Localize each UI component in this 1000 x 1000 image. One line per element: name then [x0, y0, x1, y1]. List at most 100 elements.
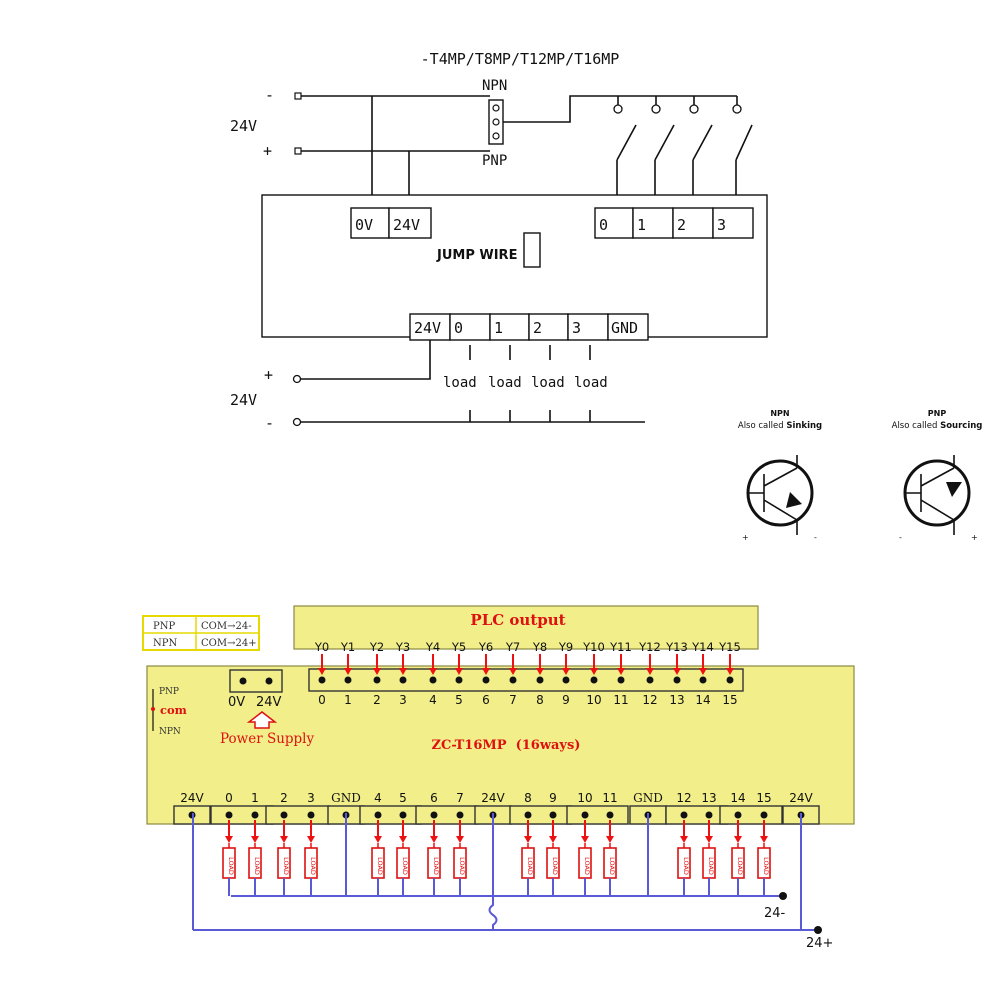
output-terminal-dot — [524, 811, 532, 819]
channel-terminal-dot — [455, 676, 463, 684]
load-label: LOAD — [608, 857, 616, 875]
arrow-head-icon — [590, 668, 598, 675]
output-terminal-dot — [581, 811, 589, 819]
channel-number: 9 — [562, 693, 570, 707]
mode-switch-npn: NPN — [159, 727, 181, 737]
channel-number: 5 — [455, 693, 463, 707]
channel-number: 1 — [344, 693, 352, 707]
arrow-head-icon — [734, 836, 742, 843]
channel-number: 3 — [399, 693, 407, 707]
output-terminal-block — [265, 805, 330, 825]
arrow-head-icon — [646, 668, 654, 675]
svg-text:GND: GND — [611, 319, 638, 337]
channel-terminal-dot — [536, 676, 544, 684]
npn-legend-subtitle: Also called Sinking — [738, 421, 822, 431]
mode-switch-com: com — [160, 703, 187, 717]
rail-plus-terminal — [814, 926, 822, 934]
svg-text:1: 1 — [637, 216, 646, 234]
arrow-head-icon — [280, 836, 288, 843]
arrow-head-icon — [373, 668, 381, 675]
output-terminal-dot — [280, 811, 288, 819]
output-terminal-label: 4 — [374, 791, 382, 805]
load-label: LOAD — [682, 857, 690, 875]
svg-text:-: - — [814, 533, 817, 542]
output-terminal-label: 1 — [251, 791, 259, 805]
arrow-head-icon — [482, 668, 490, 675]
top-output-terminals: 24V 0 1 2 3 GND — [409, 313, 649, 341]
pnp-legend-subtitle: Also called Sourcing — [892, 421, 983, 431]
svg-text:1: 1 — [494, 319, 503, 337]
arrow-head-icon — [699, 668, 707, 675]
arrow-head-icon — [399, 836, 407, 843]
channel-terminal-dot — [344, 676, 352, 684]
output-terminal-label: 11 — [602, 791, 617, 805]
top-terminal-24v: 24V — [393, 216, 420, 234]
top-input-switches — [613, 96, 753, 208]
top-load-taps — [469, 345, 591, 422]
arrow-head-icon — [680, 836, 688, 843]
svg-text:3: 3 — [717, 216, 726, 234]
arrow-head-icon — [760, 836, 768, 843]
load-label: LOAD — [736, 857, 744, 875]
channel-terminal-dot — [699, 676, 707, 684]
svg-text:COM→24+: COM→24+ — [201, 638, 257, 649]
plc-output-panel — [293, 605, 759, 650]
output-terminal-label: 24V — [789, 791, 813, 805]
top-supply-voltage: 24V — [230, 117, 257, 135]
output-terminal-label: 14 — [730, 791, 745, 805]
svg-text:load: load — [488, 375, 522, 391]
load-label: LOAD — [762, 857, 770, 875]
channel-terminal-strip — [308, 668, 744, 692]
power-terminal-0v: 0V — [228, 695, 245, 710]
top-jumper-block — [488, 99, 504, 145]
npn-legend-title: NPN — [770, 409, 789, 418]
svg-text:0: 0 — [599, 216, 608, 234]
output-terminal-dot — [734, 811, 742, 819]
y-label: Y15 — [718, 640, 741, 654]
load-label: LOAD — [376, 857, 384, 875]
channel-number: 0 — [318, 693, 326, 707]
y-label: Y6 — [478, 640, 493, 654]
plc-output-label: PLC output — [470, 611, 565, 629]
channel-terminal-dot — [399, 676, 407, 684]
arrow-head-icon — [509, 668, 517, 675]
output-terminal-block — [415, 805, 479, 825]
y-label: Y10 — [582, 640, 605, 654]
rail-minus-terminal — [779, 892, 787, 900]
top-plus-terminal — [294, 147, 302, 155]
top-load-minus-sign: - — [265, 414, 274, 432]
output-terminal-dot — [549, 811, 557, 819]
svg-text:-: - — [899, 533, 902, 542]
power-supply-label: Power Supply — [220, 731, 314, 747]
load-label: LOAD — [583, 857, 591, 875]
y-label: Y11 — [609, 640, 632, 654]
y-label: Y9 — [558, 640, 573, 654]
top-input-terminals: 0 1 2 3 — [594, 207, 754, 239]
y-label: Y5 — [451, 640, 466, 654]
arrow-head-icon — [456, 836, 464, 843]
channel-number: 4 — [429, 693, 437, 707]
power-supply-arrow-icon — [246, 711, 278, 729]
load-label: LOAD — [227, 857, 235, 875]
arrow-head-icon — [673, 668, 681, 675]
output-terminal-label: 7 — [456, 791, 464, 805]
load-label: LOAD — [282, 857, 290, 875]
output-terminal-label: 10 — [577, 791, 592, 805]
top-title: -T4MP/T8MP/T12MP/T16MP — [421, 50, 620, 68]
arrow-head-icon — [344, 668, 352, 675]
output-terminal-label: 5 — [399, 791, 407, 805]
output-terminal-dot — [456, 811, 464, 819]
arrow-head-icon — [606, 836, 614, 843]
output-terminal-label: 24V — [180, 791, 204, 805]
board-name: ZC-T16MP (16ways) — [432, 738, 581, 753]
top-terminal-0v: 0V — [355, 216, 373, 234]
svg-text:+: + — [742, 533, 749, 542]
output-terminal-dot — [760, 811, 768, 819]
output-terminal-label: 6 — [430, 791, 438, 805]
output-terminal-label: 15 — [756, 791, 771, 805]
arrow-head-icon — [307, 836, 315, 843]
output-terminal-dot — [606, 811, 614, 819]
channel-number: 15 — [722, 693, 737, 707]
